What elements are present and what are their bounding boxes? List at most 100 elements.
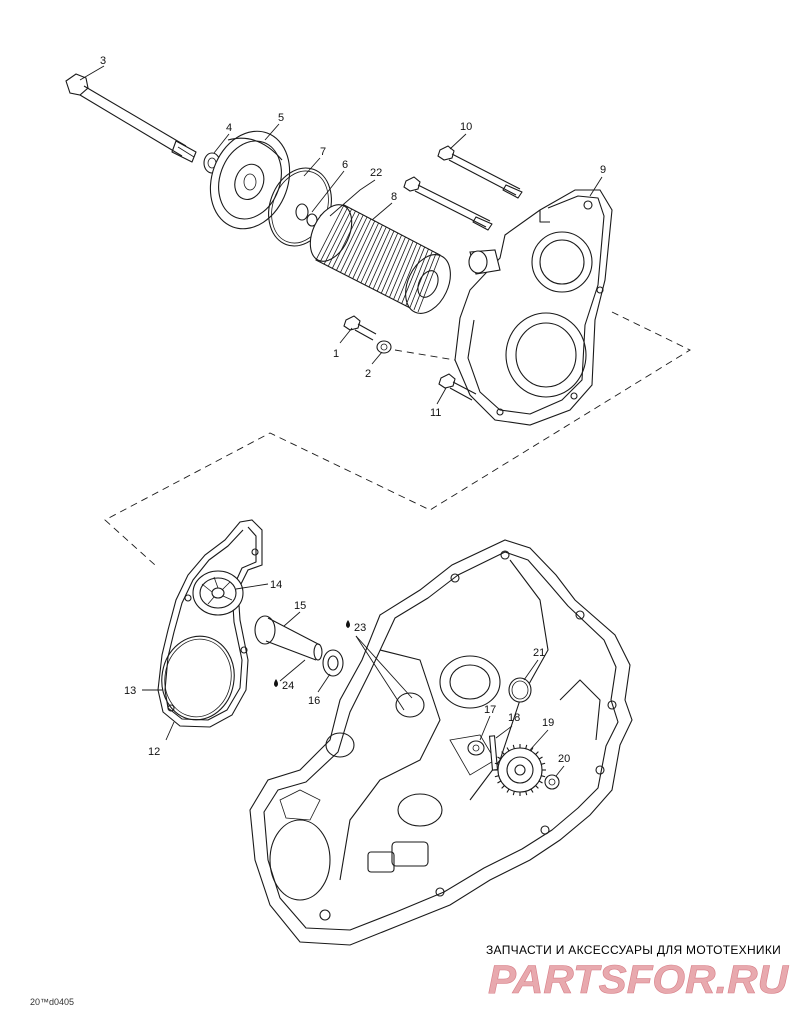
part-5-filter-cover	[209, 130, 291, 230]
callout-18: 18	[508, 712, 520, 724]
callout-19: 19	[542, 717, 554, 729]
callout-17: 17	[484, 704, 496, 716]
callout-13: 13	[124, 685, 136, 697]
leader-lines	[79, 65, 603, 777]
gear-tooth	[525, 744, 528, 749]
filter-pleat	[393, 242, 418, 300]
callout-24: 24	[282, 680, 294, 692]
part-21-o-ring	[508, 677, 532, 703]
gear-tooth	[541, 775, 546, 778]
filter-pleat	[389, 240, 414, 298]
gear-tooth	[535, 785, 539, 789]
filter-pleat	[364, 228, 391, 286]
callout-22: 22	[370, 167, 382, 179]
filter-pleat	[340, 216, 368, 273]
gear-tooth	[538, 780, 543, 784]
callout-12: 12	[148, 746, 160, 758]
crankcase	[249, 539, 633, 946]
filter-pleat	[413, 252, 437, 311]
gear-tooth	[535, 751, 539, 755]
callout-14: 14	[270, 579, 282, 591]
filter-pleat	[397, 244, 422, 302]
callout-9: 9	[600, 164, 606, 176]
part-13-o-ring	[161, 635, 235, 721]
gear-tooth	[494, 775, 499, 778]
part-10-bolt	[437, 145, 523, 199]
filter-pleat	[348, 220, 376, 277]
part-11-bolt	[438, 373, 477, 401]
gear-tooth	[506, 747, 510, 752]
gear-tooth	[538, 756, 543, 760]
callout-3: 3	[100, 55, 106, 67]
part-14-impeller	[192, 570, 244, 616]
gear-tooth	[530, 747, 534, 752]
oil-drop-icon-23	[346, 620, 350, 628]
gear-tooth	[530, 788, 534, 793]
callout-7: 7	[320, 146, 326, 158]
gear-tooth	[512, 791, 515, 796]
callout-21: 21	[533, 647, 545, 659]
filter-pleat	[331, 212, 360, 269]
filter-pleat	[319, 206, 349, 263]
filter-pleat	[417, 254, 441, 313]
part-17-washer	[467, 740, 485, 756]
alignment-dash-lines	[104, 311, 691, 566]
callout-1: 1	[333, 348, 339, 360]
part-19-gear	[494, 744, 546, 796]
part-8-oil-filter	[309, 204, 451, 314]
filter-pleat	[360, 226, 387, 284]
callout-6: 6	[342, 159, 348, 171]
filter-pleat	[409, 250, 433, 308]
gear-tooth	[506, 788, 510, 793]
part-1-short-bolt	[343, 315, 377, 341]
callout-20: 20	[558, 753, 570, 765]
filter-pleat	[376, 234, 402, 292]
figure-code: 20™d0405	[30, 997, 75, 1007]
callout-11: 11	[430, 407, 441, 419]
part-2-washer	[376, 340, 392, 354]
callout-16: 16	[308, 695, 320, 707]
filter-pleat	[356, 224, 383, 281]
callout-23: 23	[354, 622, 366, 634]
part-16-seal	[322, 649, 344, 677]
filter-pleat	[401, 246, 426, 304]
part-9-filter-housing	[454, 189, 613, 426]
part-3-long-bolt	[65, 73, 197, 163]
part-10-bolt-second	[403, 176, 493, 231]
filter-pleat	[384, 238, 410, 296]
gear-tooth	[497, 780, 502, 784]
callout-5: 5	[278, 112, 284, 124]
filter-pleat	[372, 232, 399, 290]
filter-pleat	[380, 236, 406, 294]
part-15-pump-shaft	[254, 615, 323, 661]
filter-pleat	[344, 218, 372, 275]
filter-pleat	[315, 204, 345, 261]
watermark-logo: PARTSFOR.RU	[488, 958, 790, 999]
filter-pleat	[336, 214, 364, 271]
gear-tooth	[541, 762, 546, 765]
gear-tooth	[494, 762, 499, 765]
part-12-pump-cover	[157, 519, 263, 728]
gear-tooth	[497, 756, 502, 760]
gear-tooth	[512, 744, 515, 749]
gear-tooth	[525, 791, 528, 796]
callout-10: 10	[460, 121, 472, 133]
filter-pleat	[352, 222, 379, 279]
watermark-tagline: ЗАПЧАСТИ И АКСЕССУАРЫ ДЛЯ МОТОТЕХНИКИ	[486, 943, 782, 957]
callout-2: 2	[365, 368, 371, 380]
filter-pleat	[323, 208, 353, 265]
part-20-circlip	[544, 774, 560, 790]
watermark-logo-text: PARTSFOR.RU	[488, 958, 789, 999]
callout-labels: 3 4 5 7 6 22 8 10 9 1 2 11 14 15 23 13 2…	[100, 55, 606, 765]
callout-15: 15	[294, 600, 306, 612]
oil-drop-icon-24	[274, 679, 278, 687]
gear-tooth	[501, 785, 505, 789]
part-6-seal-ring	[295, 203, 318, 227]
filter-pleat	[327, 210, 356, 267]
filter-pleat	[405, 248, 429, 306]
callout-4: 4	[226, 122, 232, 134]
gear-tooth	[501, 751, 505, 755]
callout-8: 8	[391, 191, 397, 203]
filter-pleat	[368, 230, 395, 288]
